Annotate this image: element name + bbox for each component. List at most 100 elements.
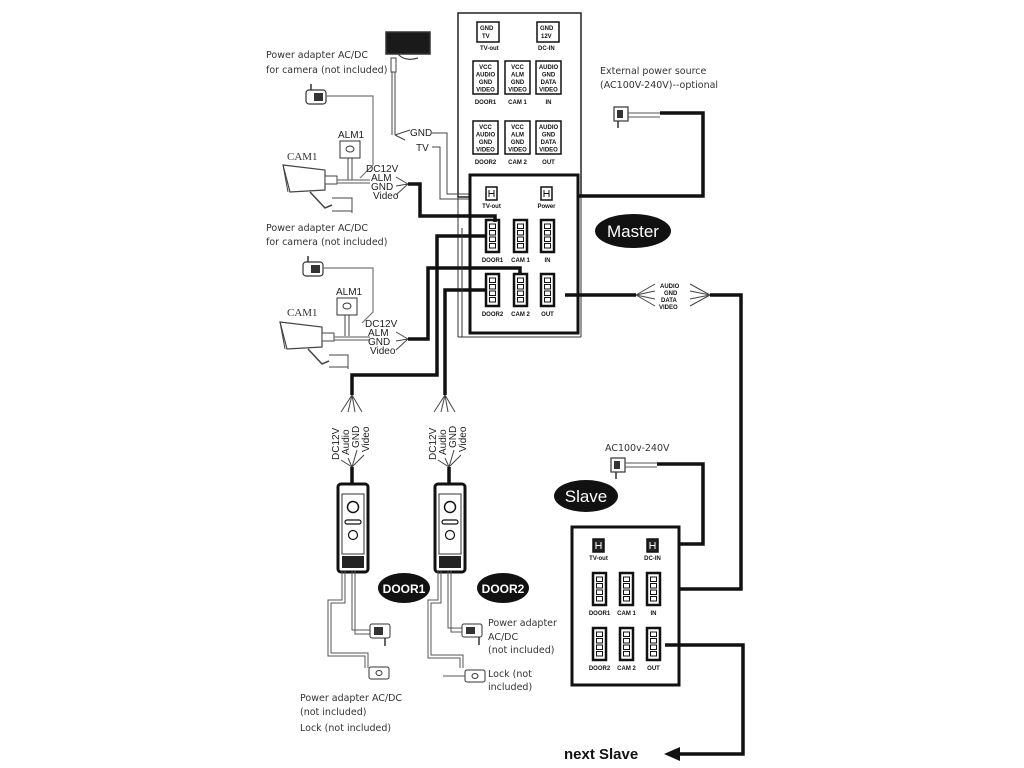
legend-door1-line3: GND [479, 80, 493, 86]
cam2-wire-dc12v: DC12V [365, 319, 398, 330]
door2-adapter-note: (not included) [488, 645, 554, 656]
door2-station-icon [433, 482, 467, 574]
legend-cam2-line1: VCC [511, 125, 524, 131]
slave-port-in[interactable]: IN [645, 571, 662, 617]
cam2-wire-video: Video [370, 346, 396, 357]
slave-port-cam2[interactable]: CAM 2 [617, 626, 636, 672]
slave-port-in-label: IN [651, 611, 657, 617]
legend-cam2-line2: ALM [511, 133, 524, 139]
door1-adapter-label: Power adapter AC/DC [300, 693, 402, 704]
legend-tvout-caption: TV-out [480, 46, 499, 52]
door2-adapter-label: Power adapter [488, 618, 557, 629]
bus-data-label: DATA [661, 298, 677, 304]
door2-wire-video: Video [458, 426, 469, 452]
slave-port-dcin[interactable]: DC-IN [644, 538, 661, 562]
master-port-tvout[interactable]: TV-out [482, 186, 501, 210]
door1-wire-gnd: GND [351, 426, 362, 448]
legend-in-caption: IN [546, 100, 552, 106]
cam2-adapter-label: Power adapter AC/DC [266, 223, 368, 234]
slave-port-tvout[interactable]: TV-out [589, 538, 608, 562]
master-port-cam1[interactable]: CAM 1 [511, 218, 530, 264]
legend-dcin: GND 12V DC-IN [536, 21, 560, 52]
external-power-label: External power source [600, 66, 707, 77]
slave-port-cam2-label: CAM 2 [617, 666, 636, 672]
legend-door1-line4: VIDEO [476, 88, 495, 94]
cam2-wire-labels: DC12V ALM GND Video [365, 319, 409, 357]
bus-wire-labels: AUDIO GND DATA VIDEO [635, 283, 711, 311]
cam2-wire-gnd: GND [368, 337, 390, 348]
master-port-cam2[interactable]: CAM 2 [511, 272, 530, 318]
legend-cam1-line2: ALM [511, 73, 524, 79]
door1-adapter-note: (not included) [300, 707, 366, 718]
cam2-alarm-icon [336, 297, 358, 336]
cam1-wire-alm: ALM [371, 173, 392, 184]
external-power-wire [565, 111, 705, 198]
cam2-alarm-label: ALM1 [336, 287, 363, 298]
legend-cam1-line3: GND [511, 80, 525, 86]
legend-door1-line1: VCC [479, 65, 492, 71]
master-port-door2[interactable]: DOOR2 [482, 272, 504, 318]
legend-cam2-caption: CAM 2 [508, 160, 527, 166]
slave-port-cam1[interactable]: CAM 1 [617, 571, 636, 617]
master-port-power[interactable]: Power [537, 186, 556, 210]
bus-to-slave-in-wire [665, 293, 743, 591]
door1-wire-dc12v: DC12V [331, 427, 342, 460]
legend-door2-line2: AUDIO [476, 133, 496, 139]
door1-to-master-wire [350, 234, 485, 395]
legend-out-line2: GND [542, 133, 556, 139]
slave-port-out[interactable]: OUT [645, 626, 662, 672]
monitor-gnd-label: GND [410, 128, 432, 139]
slave-port-door1[interactable]: DOOR1 [589, 571, 611, 617]
door1-lock-label: Lock (not included) [300, 723, 391, 734]
master-port-cam2-label: CAM 2 [511, 312, 530, 318]
master-port-door1-label: DOOR1 [482, 258, 504, 264]
external-power-plug-icon [613, 106, 660, 128]
master-port-in-label: IN [545, 258, 551, 264]
cam2-wire-alm: ALM [368, 328, 389, 339]
next-slave-arrow-icon [664, 747, 680, 761]
cam2-power-adapter-icon [302, 256, 374, 324]
legend-door2-line4: VIDEO [476, 148, 495, 154]
cam1-label: CAM1 [287, 151, 318, 163]
legend-tvout: GND TV TV-out [476, 21, 500, 52]
slave-badge-label: Slave [565, 487, 608, 506]
cam1-wire-labels: DC12V ALM GND Video [366, 164, 409, 202]
slave-port-tvout-label: TV-out [589, 556, 608, 562]
cam1-to-master-wire [408, 182, 497, 222]
legend-in-line4: VIDEO [539, 88, 558, 94]
legend-out-caption: OUT [542, 160, 555, 166]
door1-badge-label: DOOR1 [383, 582, 426, 596]
door2-wire-dc12v: DC12V [428, 427, 439, 460]
legend-tvout-line1: GND [480, 26, 494, 32]
legend-in-line1: AUDIO [539, 65, 559, 71]
slave-power-wire [657, 462, 705, 546]
legend-cam1-line4: VIDEO [508, 88, 527, 94]
legend-cam1-line1: VCC [511, 65, 524, 71]
legend-out-line1: AUDIO [539, 125, 559, 131]
legend-out-line4: VIDEO [539, 148, 558, 154]
legend-door2-line3: GND [479, 140, 493, 146]
cam1-power-adapter-icon [305, 84, 374, 179]
master-badge: Master [595, 214, 671, 248]
bus-video-label: VIDEO [659, 305, 678, 311]
cam1-adapter-label: Power adapter AC/DC [266, 50, 368, 61]
master-port-out[interactable]: OUT [539, 272, 556, 318]
door2-to-master-wire [443, 288, 485, 395]
next-slave-label: next Slave [564, 746, 638, 763]
legend-dcin-line2: 12V [541, 34, 552, 40]
slave-port-door2[interactable]: DOOR2 [589, 626, 611, 672]
cam2-label: CAM1 [287, 307, 318, 319]
bus-gnd-label: GND [664, 291, 678, 297]
master-port-door1[interactable]: DOOR1 [482, 218, 504, 264]
cam1-wire-video: Video [373, 191, 399, 202]
door2-lock-note: included) [488, 682, 532, 693]
master-port-in[interactable]: IN [539, 218, 556, 264]
monitor-tv-label: TV [416, 143, 429, 154]
